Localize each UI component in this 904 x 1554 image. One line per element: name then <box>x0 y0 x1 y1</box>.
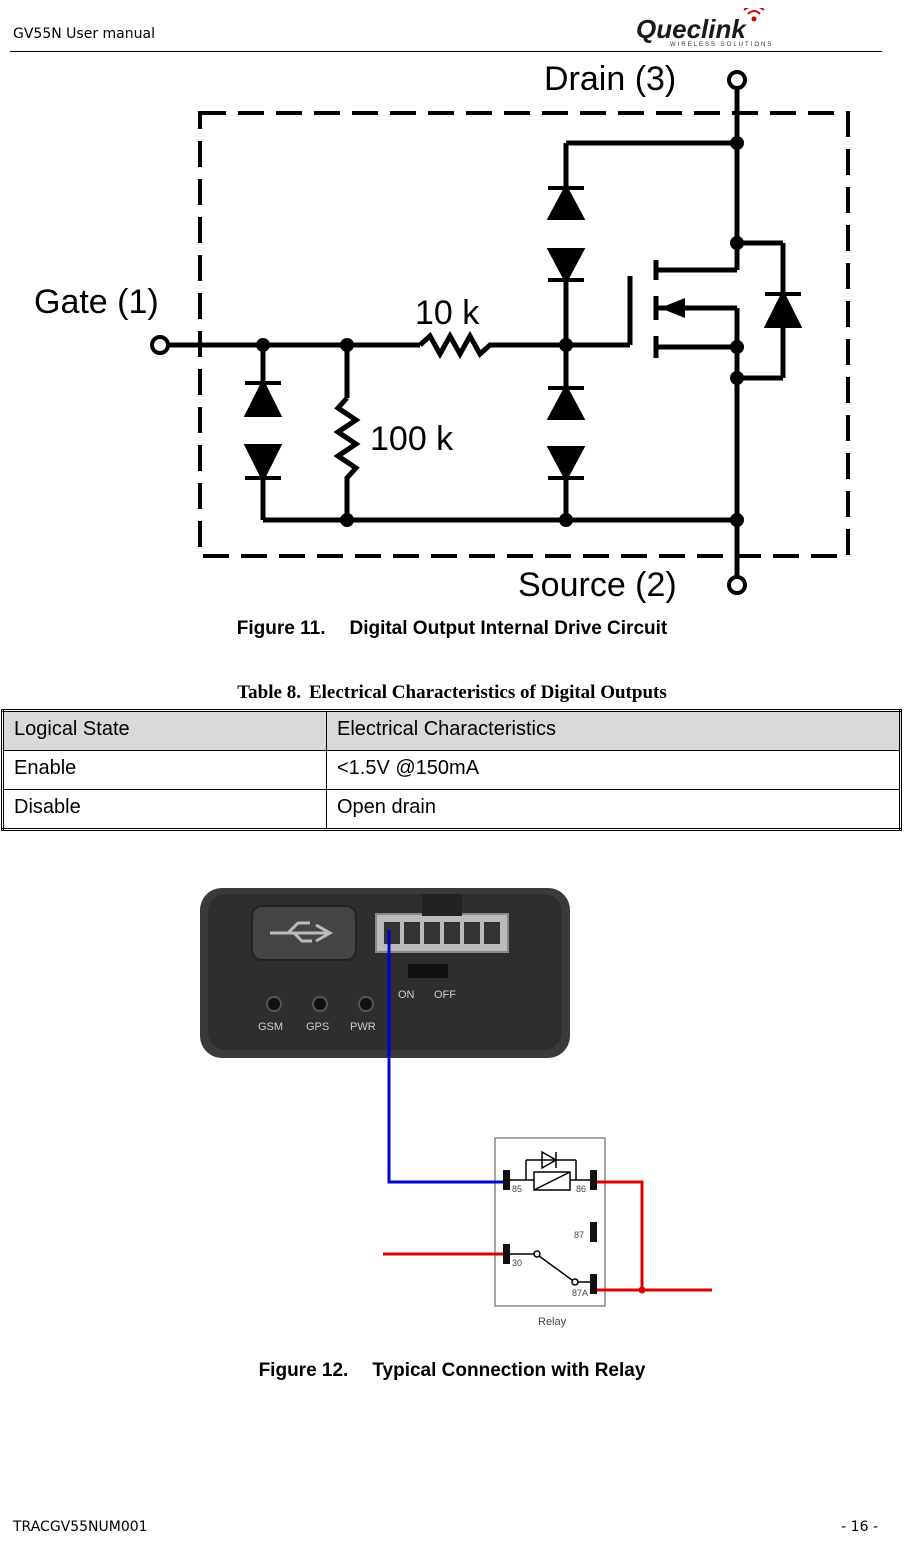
table-cell: Open drain <box>326 789 901 830</box>
gps-label: GPS <box>306 1021 329 1033</box>
relay-pin-85: 85 <box>512 1184 522 1194</box>
table-header-cell: Electrical Characteristics <box>326 710 901 751</box>
relay-pin-87: 87 <box>574 1230 584 1240</box>
footer-page-number: - 16 - <box>841 1519 878 1535</box>
logo-wordmark: Queclink <box>636 14 747 44</box>
gps-led <box>312 996 328 1012</box>
pwr-led <box>358 996 374 1012</box>
queclink-logo: Queclink WIRELESS SOLUTIONS <box>636 8 773 48</box>
table-header-cell: Logical State <box>2 710 327 751</box>
figure11-caption: Figure 11. Digital Output Internal Drive … <box>0 618 904 640</box>
gsm-label: GSM <box>258 1021 283 1033</box>
relay-pin-30: 30 <box>512 1258 522 1268</box>
blue-wire <box>387 930 503 1184</box>
gate-label: Gate (1) <box>34 283 159 321</box>
usb-icon <box>270 921 334 943</box>
gsm-led <box>266 996 282 1012</box>
figure12-caption-text: Typical Connection with Relay <box>372 1360 646 1381</box>
table-row: Disable Open drain <box>2 789 901 830</box>
table8-title: Table 8. Electrical Characteristics of Di… <box>0 682 904 704</box>
drive-circuit-figure: Drain (3) Gate (1) Source (2) 10 k 100 k <box>34 60 850 604</box>
figure12-caption: Figure 12. Typical Connection with Relay <box>0 1360 904 1382</box>
header-rule <box>10 51 882 52</box>
table8-title-text: Electrical Characteristics of Digital Ou… <box>308 682 667 703</box>
electrical-characteristics-table: Logical State Electrical Characteristics… <box>1 709 902 831</box>
relay-pin-86: 86 <box>576 1184 586 1194</box>
red-wire-coil <box>597 1180 644 1290</box>
figure12-number: Figure 12. <box>258 1360 349 1381</box>
power-switch <box>408 964 448 978</box>
table-row: Enable <1.5V @150mA <box>2 750 901 790</box>
switch-off-label: OFF <box>434 989 456 1001</box>
footer-doc-code: TRACGV55NUM001 <box>13 1519 148 1535</box>
relay-title: Relay <box>538 1316 567 1328</box>
figure11-number: Figure 11. <box>236 618 326 639</box>
pwr-label: PWR <box>350 1021 376 1033</box>
relay-pin-87a: 87A <box>572 1288 588 1298</box>
table-cell: Disable <box>2 789 327 830</box>
figure11-caption-text: Digital Output Internal Drive Circuit <box>349 618 668 639</box>
table8-number: Table 8. <box>237 682 301 703</box>
table-cell: <1.5V @150mA <box>326 750 901 790</box>
resistor-10k-label: 10 k <box>415 294 480 332</box>
resistor-100k-label: 100 k <box>370 420 454 458</box>
table-cell: Enable <box>2 750 327 790</box>
header-doc-title: GV55N User manual <box>13 26 155 42</box>
table-header-row: Logical State Electrical Characteristics <box>2 710 901 751</box>
source-label: Source (2) <box>518 566 677 604</box>
drain-label: Drain (3) <box>544 60 676 98</box>
logo-subtext: WIRELESS SOLUTIONS <box>670 42 773 48</box>
relay-connection-figure: ON OFF GSM GPS PWR 85 86 87 30 87A Relay <box>200 888 712 1328</box>
switch-on-label: ON <box>398 989 415 1001</box>
relay-box <box>494 1137 606 1307</box>
